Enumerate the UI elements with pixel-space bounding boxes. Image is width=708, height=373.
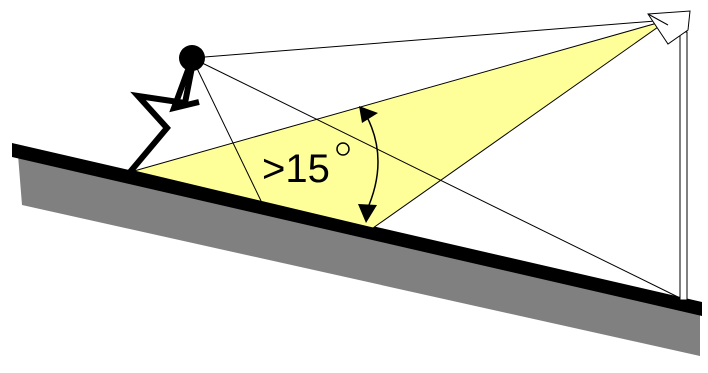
degree-symbol xyxy=(336,142,350,156)
sight-line-to-pole-base xyxy=(191,57,681,299)
angle-arrow-top xyxy=(359,106,378,123)
walking-person-icon xyxy=(127,45,205,174)
ground-surface-line xyxy=(12,143,702,316)
sight-line-to-lamp xyxy=(191,19,669,59)
angle-arc xyxy=(365,114,379,213)
angle-label: >15 xyxy=(262,147,330,191)
light-beam xyxy=(132,19,669,229)
light-pole xyxy=(679,31,688,301)
angle-arrow-bottom xyxy=(358,204,377,223)
ground-slab xyxy=(18,155,700,356)
sight-line-to-ground xyxy=(191,57,264,206)
floodlight-icon xyxy=(647,10,691,45)
